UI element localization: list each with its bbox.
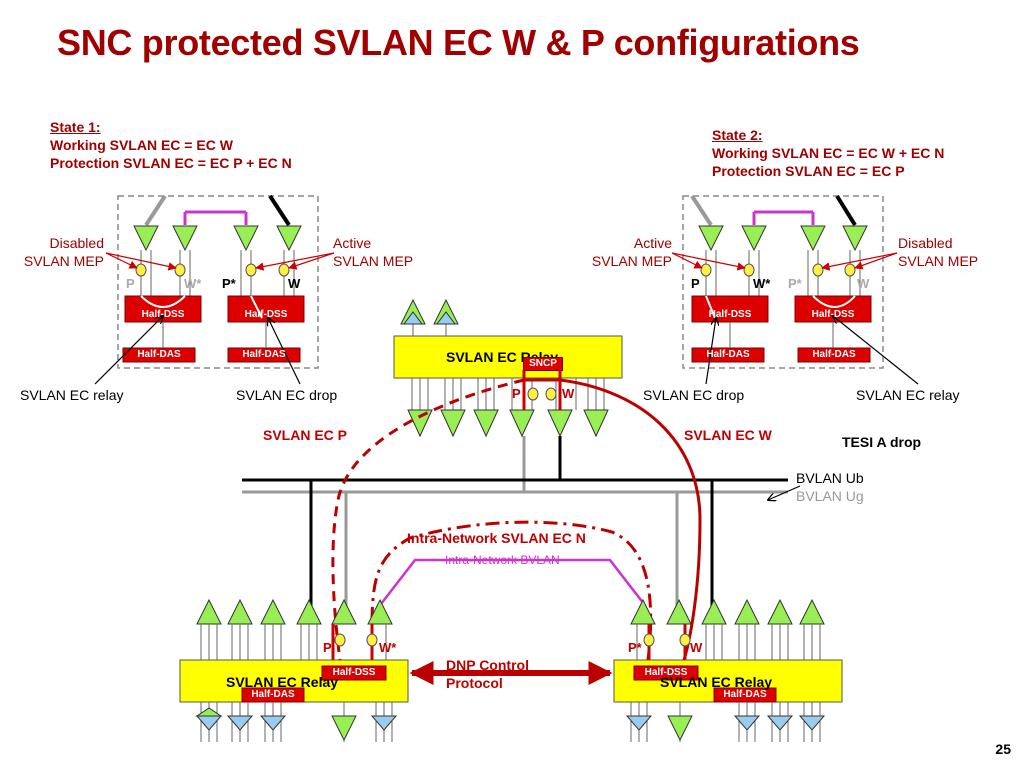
intra-network-svlan-label: Intra-Network SVLAN EC N xyxy=(407,530,586,546)
svlan-ec-p-label: SVLAN EC P xyxy=(263,427,348,443)
bottom-left-upper-nodes xyxy=(196,598,393,625)
svlan-ec-w-label: SVLAN EC W xyxy=(684,427,772,443)
right-p-label: P xyxy=(691,276,700,291)
slide-title: SNC protected SVLAN EC W & P configurati… xyxy=(57,22,860,63)
left-w-star-label: W* xyxy=(184,276,202,291)
bottom-right-half-das: Half-DAS xyxy=(723,689,767,700)
bridge-left-nodes xyxy=(133,225,302,252)
page-number: 25 xyxy=(995,741,1011,757)
right-svlan-ec-drop-label: SVLAN EC drop xyxy=(643,387,745,403)
right-p-star-label: P* xyxy=(788,276,802,291)
mep-icons xyxy=(135,263,856,277)
left-svlan-ec-drop-label: SVLAN EC drop xyxy=(236,387,338,403)
bridge-box-right xyxy=(682,195,884,369)
right-drop-half-dss: Half-DSS xyxy=(708,309,752,320)
svlan-ec-n-path xyxy=(370,520,653,661)
right-w-star-label: W* xyxy=(753,276,771,291)
center-p-label: P xyxy=(512,386,521,401)
right-half-das-1: Half-DAS xyxy=(706,349,750,360)
left-svlan-ec-relay-label: SVLAN EC relay xyxy=(20,387,124,403)
state-1-text: State 1: Working SVLAN EC = EC W Protect… xyxy=(50,118,292,172)
bottom-right-w-label: W xyxy=(690,640,703,655)
state-1-line-1: Working SVLAN EC = EC W xyxy=(50,137,233,153)
bottom-left-p-label: P xyxy=(323,640,332,655)
tesi-a-drop-label: TESI A drop xyxy=(842,434,922,450)
bottom-right-relay-label: SVLAN EC Relay xyxy=(660,674,773,690)
state-2-heading: State 2: xyxy=(712,127,763,143)
bridge-right-nodes xyxy=(698,225,868,252)
bottom-right-p-star-label: P* xyxy=(628,640,642,655)
bottom-left-w-star-label: W* xyxy=(379,640,397,655)
state-1-line-2: Protection SVLAN EC = EC P + EC N xyxy=(50,155,292,171)
center-w-label: W xyxy=(562,386,575,401)
svlan-ec-w-path xyxy=(559,378,702,661)
state-2-line-1: Working SVLAN EC = EC W + EC N xyxy=(712,145,945,161)
bottom-right-half-dss: Half-DSS xyxy=(644,667,688,678)
bottom-right-upper-nodes xyxy=(630,598,825,625)
right-relay-half-dss: Half-DSS xyxy=(811,309,855,320)
left-relay-half-dss: Half-DSS xyxy=(141,309,185,320)
bottom-left-half-dss: Half-DSS xyxy=(332,667,376,678)
left-w-label: W xyxy=(288,276,301,291)
bvlan-ug-label: BVLAN Ug xyxy=(796,488,864,504)
left-drop-half-dss: Half-DSS xyxy=(244,309,288,320)
left-half-das-1: Half-DAS xyxy=(137,349,181,360)
state-2-line-2: Protection SVLAN EC = EC P xyxy=(712,163,905,179)
bvlan-ub-label: BVLAN Ub xyxy=(796,470,864,486)
bottom-left-half-das: Half-DAS xyxy=(251,689,295,700)
left-p-star-label: P* xyxy=(222,276,236,291)
relay-box-center xyxy=(393,335,623,379)
right-svlan-ec-relay-label: SVLAN EC relay xyxy=(856,387,960,403)
state-1-heading: State 1: xyxy=(50,119,101,135)
sncp-tag: SNCP xyxy=(523,357,563,371)
bridge-box-left xyxy=(117,195,319,369)
state-2-text: State 2: Working SVLAN EC = EC W + EC N … xyxy=(712,126,944,180)
left-p-label: P xyxy=(126,276,135,291)
right-w-label: W xyxy=(857,276,870,291)
intra-network-bvlan-label: Intra-Network BVLAN xyxy=(445,553,560,567)
bottom-left-relay-label: SVLAN EC Relay xyxy=(226,674,339,690)
svlan-ec-p-path xyxy=(331,378,525,661)
left-half-das-2: Half-DAS xyxy=(242,349,286,360)
intra-network-bvlan-line xyxy=(380,558,645,605)
right-half-das-2: Half-DAS xyxy=(812,349,856,360)
